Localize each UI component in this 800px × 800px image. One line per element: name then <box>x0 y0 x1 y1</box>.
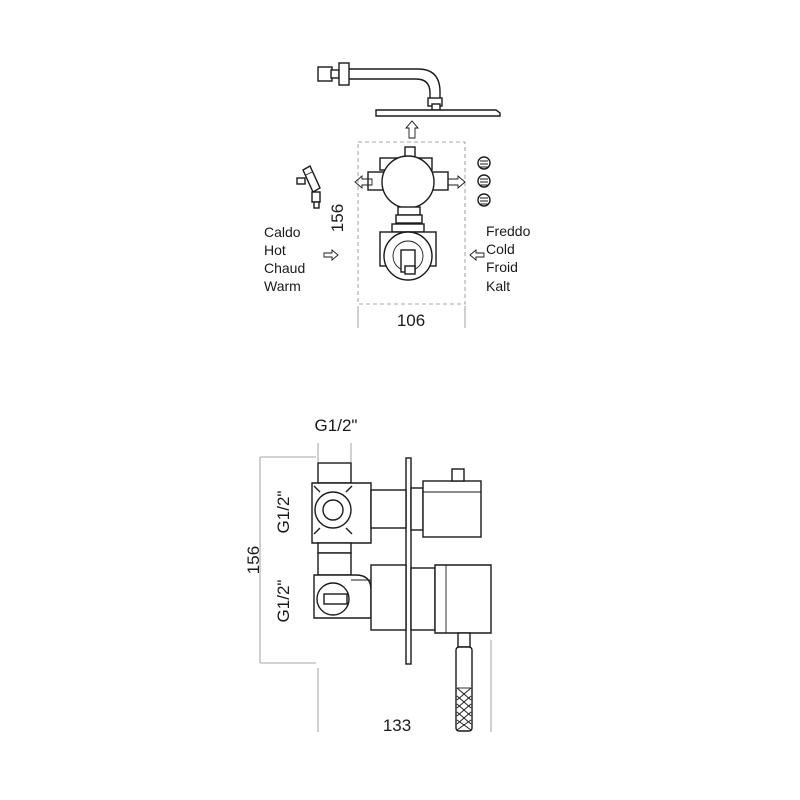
cold-inlet-arrow-icon <box>469 249 485 261</box>
mixer-valve-body <box>313 552 407 631</box>
hand-shower-bracket <box>296 165 321 209</box>
hot-label-2: Hot <box>264 242 286 258</box>
function-1-icon <box>477 156 491 170</box>
cold-label-1: Freddo <box>486 223 531 239</box>
hot-inlet-arrow-icon <box>323 249 339 261</box>
mixer-lever-handle <box>410 564 492 732</box>
arrow-right-icon <box>447 175 466 189</box>
cold-label-2: Cold <box>486 241 515 257</box>
hot-label-4: Warm <box>264 278 301 294</box>
cold-label-4: Kalt <box>486 278 510 294</box>
top-height-dimension: 156 <box>328 204 347 232</box>
wall-plate <box>405 457 412 665</box>
mixer-body <box>379 223 437 281</box>
side-height-dimension: 156 <box>244 546 263 574</box>
hot-label-1: Caldo <box>264 224 301 240</box>
thread-top-label: G1/2" <box>315 416 358 435</box>
function-icons <box>477 156 491 207</box>
thread-lower-label: G1/2" <box>274 580 293 623</box>
side-view: G1/2" 156 133 G1/2" G1/2" <box>244 416 492 735</box>
arrow-up-icon <box>405 120 419 139</box>
diverter-valve-body <box>311 462 407 554</box>
diverter-knob <box>410 468 482 538</box>
diverter-body <box>367 146 449 224</box>
shower-arm <box>317 62 443 107</box>
function-3-icon <box>477 193 491 207</box>
thread-upper-label: G1/2" <box>274 491 293 534</box>
installation-niche <box>357 141 466 305</box>
hot-label-3: Chaud <box>264 260 305 276</box>
function-2-icon <box>477 174 491 188</box>
side-depth-dimension: 133 <box>383 716 411 735</box>
rain-shower-head <box>375 103 501 117</box>
top-view: Caldo Hot Chaud Warm Freddo Cold Froid K… <box>264 62 531 330</box>
top-width-dimension: 106 <box>397 311 425 330</box>
cold-label-3: Froid <box>486 259 518 275</box>
knurled-grip <box>456 687 472 731</box>
arrow-left-icon <box>354 175 373 189</box>
